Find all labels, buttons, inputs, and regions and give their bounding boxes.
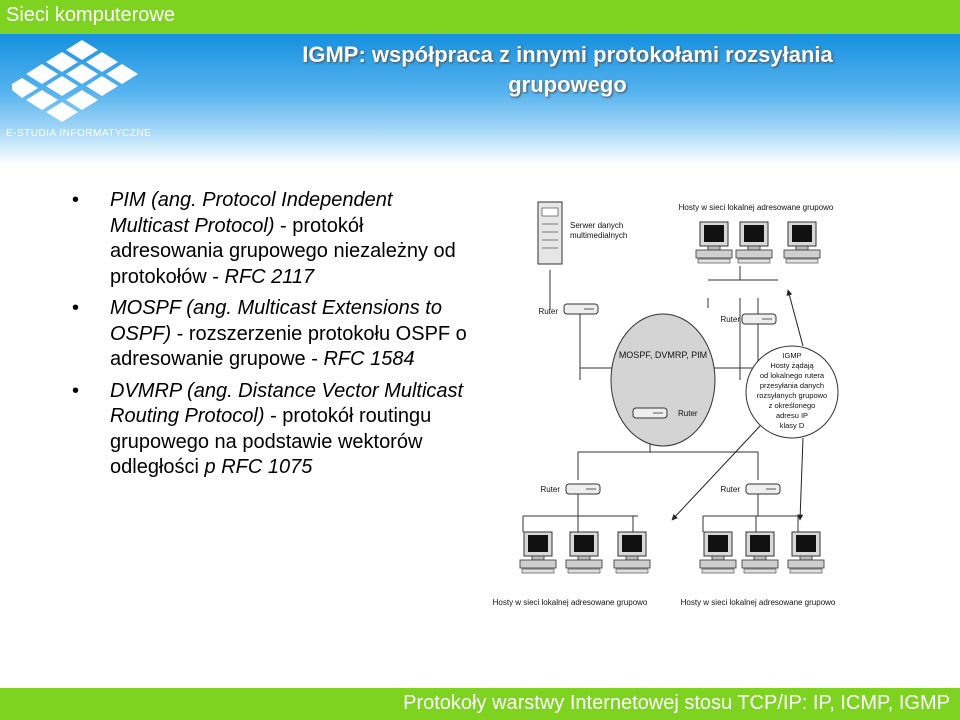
bullet-mospf: • MOSPF (ang. Multicast Extensions to OSP… [72,296,472,373]
bullet-dot-icon: • [72,297,80,319]
logo-icon [12,40,138,122]
bottom-bar: Protokoły warstwy Internetowej stosu TCP… [0,688,960,720]
router-icon [632,407,668,419]
router-label-right-bottom: Ruter [720,485,740,494]
logo-text: E-STUDIA INFORMATYCZNE [6,128,152,139]
igmp-circle [745,345,839,439]
igmp-line-6: z określonego [769,401,816,410]
igmp-line-8: klasy D [780,421,805,430]
router-label-left-top: Ruter [538,307,558,316]
host-computer-icon [741,531,779,574]
top-bar: Sieci komputerowe [0,0,960,34]
bullet-mospf-rfc: RFC 1584 [323,348,415,370]
router-label-center: Ruter [678,409,698,418]
host-computer-icon [565,531,603,574]
bullet-pim-rfc: RFC 2117 [224,265,315,288]
host-computer-icon [735,221,773,264]
router-label-right-top: Ruter [720,315,740,324]
bullet-mospf-term: MOSPF (ang. Multicast Extensions to OSPF… [110,297,442,345]
hosts-bottom-left-label: Hosty w sieci lokalnej adresowane grupow… [493,598,648,607]
igmp-line-1: IGMP [782,351,801,360]
igmp-line-3: od lokalnego rutera [760,371,825,380]
hosts-top-label: Hosty w sieci lokalnej adresowane grupow… [679,203,834,212]
igmp-line-7: adresu IP [776,411,808,420]
slide-title: IGMP: współpraca z innymi protokołami ro… [200,40,935,100]
bullet-dot-icon: • [72,379,80,402]
header-band [0,34,960,164]
bullet-dvmrp: • DVMRP (ang. Distance Vector Multicast R… [72,379,472,481]
bullet-dvmrp-term: DVMRP (ang. Distance Vector Multicast Ro… [110,379,464,428]
router-icon [563,303,599,315]
slide-title-line2: grupowego [508,72,627,97]
host-computer-icon [783,221,821,264]
footer-text: Protokoły warstwy Internetowej stosu TCP… [403,692,950,714]
router-icon [741,313,777,325]
network-diagram: MOSPF, DVMRP, PIM Serwer danych multimed… [478,180,840,616]
host-computer-icon [519,531,557,574]
server-label-1: Serwer danych [570,221,623,230]
igmp-line-5: rozsyłanych grupowo [757,391,827,400]
bullet-dot-icon: • [72,189,80,211]
cloud-label: MOSPF, DVMRP, PIM [619,350,707,360]
router-icon [565,483,601,495]
bullet-pim-desc: - protokół adresowania grupowego niezale… [110,214,456,288]
host-computer-icon [613,531,651,574]
bullet-dvmrp-rfc: p RFC 1075 [204,456,313,478]
slide-title-line1: IGMP: współpraca z innymi protokołami ro… [302,42,833,67]
router-icon [745,483,781,495]
igmp-line-4: przesyłania danych [760,381,824,390]
router-label-left-bottom: Ruter [540,485,560,494]
bullet-mospf-desc: - rozszerzenie protokołu OSPF o adresowa… [110,322,467,371]
igmp-line-2: Hosty żądają [770,361,814,370]
host-computer-icon [787,531,825,574]
bullet-pim-term: PIM (ang. Protocol Independent Multicast… [110,189,393,237]
bullet-pim: • PIM (ang. Protocol Independent Multicas… [72,188,472,290]
bullet-list: • PIM (ang. Protocol Independent Multicas… [72,188,472,487]
host-computer-icon [695,221,733,264]
hosts-bottom-right-label: Hosty w sieci lokalnej adresowane grupow… [681,598,836,607]
bullet-dvmrp-desc: - protokół routingu grupowego na podstaw… [110,405,432,478]
routing-cloud [610,313,716,447]
server-label-2: multimedialnych [570,231,627,240]
host-computer-icon [699,531,737,574]
course-title: Sieci komputerowe [6,4,175,26]
server-icon [537,201,563,265]
